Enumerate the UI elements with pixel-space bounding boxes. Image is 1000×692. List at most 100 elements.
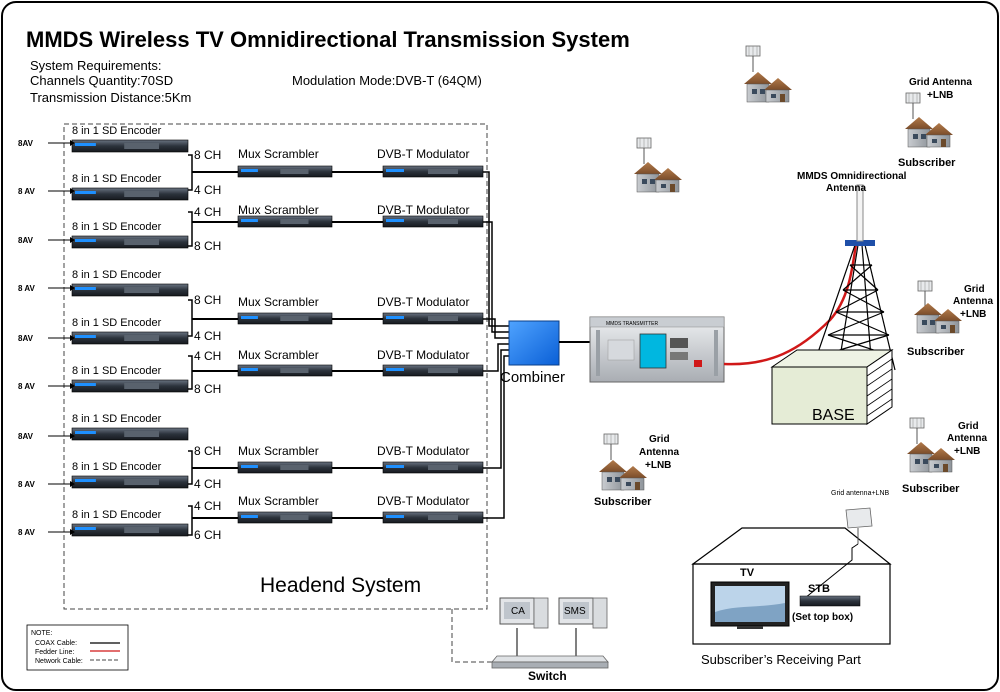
legend xyxy=(26,624,129,671)
house-mid-left xyxy=(633,137,683,193)
headend-box xyxy=(63,123,488,610)
lower-right-subscriber: Subscriber xyxy=(902,483,960,495)
receiving-part-house xyxy=(691,527,892,645)
channel-label-4: 8 CH xyxy=(194,239,221,253)
lower-right-lnb: +LNB xyxy=(954,446,980,457)
av-input-label-8: 8 AV xyxy=(18,480,36,489)
encoder-4 xyxy=(71,283,189,297)
mux-scrambler-2 xyxy=(237,215,333,228)
modulator-label-6: DVB-T Modulator xyxy=(377,494,469,508)
dvbt-modulator-6 xyxy=(382,511,484,524)
mux-label-3: Mux Scrambler xyxy=(238,295,319,309)
modulator-label-5: DVB-T Modulator xyxy=(377,444,469,458)
mux-label-5: Mux Scrambler xyxy=(238,444,319,458)
ca-server xyxy=(499,597,549,629)
headend-devices xyxy=(71,139,484,537)
channel-label-8: 8 CH xyxy=(194,382,221,396)
receiving-grid-antenna xyxy=(845,507,873,544)
av-input-arrowhead-8 xyxy=(70,481,75,487)
av-input-label-6: 8 AV xyxy=(18,382,36,391)
av-input-arrowhead-4 xyxy=(70,285,75,291)
av-input-label-3: 8AV xyxy=(18,236,34,245)
encoder-pair-bracket-6 xyxy=(188,505,193,536)
mux-scrambler-3 xyxy=(237,312,333,325)
sms-server xyxy=(558,597,608,629)
encoder-2 xyxy=(71,187,189,201)
av-input-label-5: 8AV xyxy=(18,334,34,343)
modulator-label-1: DVB-T Modulator xyxy=(377,147,469,161)
combiner-box xyxy=(508,320,560,366)
feeder-line xyxy=(723,243,858,366)
mux-label-6: Mux Scrambler xyxy=(238,494,319,508)
tv-set xyxy=(710,581,790,629)
channel-label-2: 4 CH xyxy=(194,183,221,197)
legend-title: NOTE: xyxy=(31,630,52,637)
encoder-label-5: 8 in 1 SD Encoder xyxy=(72,317,162,329)
lower-left-grid: Grid xyxy=(649,434,670,445)
switch-device xyxy=(491,655,609,669)
modulator-to-combiner-1 xyxy=(483,171,509,327)
encoder-pair-bracket-5 xyxy=(188,450,193,485)
encoder-label-8: 8 in 1 SD Encoder xyxy=(72,461,162,473)
mid-right-antenna: Antenna xyxy=(953,296,993,307)
lower-left-antenna: Antenna xyxy=(639,447,679,458)
requirements-channels: Channels Quantity:70SD xyxy=(30,73,173,88)
encoder-7 xyxy=(71,427,189,441)
diagram-title: MMDS Wireless TV Omnidirectional Transmi… xyxy=(26,27,630,52)
ca-label: CA xyxy=(511,606,525,617)
receiving-caption: Subscriber’s Receiving Part xyxy=(701,652,861,667)
channel-label-9: 8 CH xyxy=(194,444,221,458)
legend-network: Network Cable: xyxy=(35,658,83,665)
av-input-arrowhead-1 xyxy=(70,140,75,146)
top-right-lnb: +LNB xyxy=(927,90,953,101)
base-building xyxy=(770,349,894,425)
headend-label: Headend System xyxy=(260,574,421,597)
av-input-arrowhead-9 xyxy=(70,529,75,535)
modulator-to-combiner-4 xyxy=(483,343,509,372)
top-right-grid-antenna: Grid Antenna xyxy=(909,77,972,88)
lower-left-subscriber: Subscriber xyxy=(594,496,652,508)
modulator-to-combiner-5 xyxy=(483,349,509,469)
encoder-6 xyxy=(71,379,189,393)
network-cable xyxy=(451,609,500,663)
switch-label: Switch xyxy=(528,669,567,683)
encoder-label-2: 8 in 1 SD Encoder xyxy=(72,173,162,185)
legend-coax: COAX Cable: xyxy=(35,640,77,647)
encoder-5 xyxy=(71,331,189,345)
av-input-arrowhead-6 xyxy=(70,383,75,389)
channel-label-11: 4 CH xyxy=(194,499,221,513)
receiving-grid-label: Grid antenna+LNB xyxy=(831,490,890,497)
mid-right-grid: Grid xyxy=(964,284,985,295)
mux-scrambler-1 xyxy=(237,165,333,178)
av-input-arrowhead-3 xyxy=(70,237,75,243)
house-right-middle xyxy=(913,280,963,334)
av-input-label-4: 8 AV xyxy=(18,284,36,293)
antenna-label-line1: MMDS Omnidirectional xyxy=(797,171,907,182)
encoder-label-6: 8 in 1 SD Encoder xyxy=(72,365,162,377)
mid-right-subscriber: Subscriber xyxy=(907,346,965,358)
dvbt-modulator-1 xyxy=(382,165,484,178)
channel-label-12: 6 CH xyxy=(194,528,221,542)
encoder-8 xyxy=(71,475,189,489)
transmitter xyxy=(589,316,725,383)
dvbt-modulator-4 xyxy=(382,364,484,377)
mux-scrambler-6 xyxy=(237,511,333,524)
channel-label-7: 4 CH xyxy=(194,349,221,363)
tower xyxy=(811,244,896,371)
transmitter-panel-text: MMDS TRANSMITTER xyxy=(606,321,659,327)
av-input-label-2: 8 AV xyxy=(18,187,36,196)
channel-label-6: 4 CH xyxy=(194,329,221,343)
encoder-1 xyxy=(71,139,189,153)
requirements-distance: Transmission Distance:5Km xyxy=(30,90,191,105)
encoder-label-9: 8 in 1 SD Encoder xyxy=(72,509,162,521)
encoder-3 xyxy=(71,235,189,249)
legend-feeder: Fedder Line: xyxy=(35,649,74,656)
sms-label: SMS xyxy=(564,606,586,617)
mid-right-lnb: +LNB xyxy=(960,309,986,320)
house-top-right xyxy=(904,92,954,148)
mux-scrambler-5 xyxy=(237,461,333,474)
encoder-label-1: 8 in 1 SD Encoder xyxy=(72,125,162,137)
antenna-label-line2: Antenna xyxy=(826,183,866,194)
channel-label-1: 8 CH xyxy=(194,148,221,162)
